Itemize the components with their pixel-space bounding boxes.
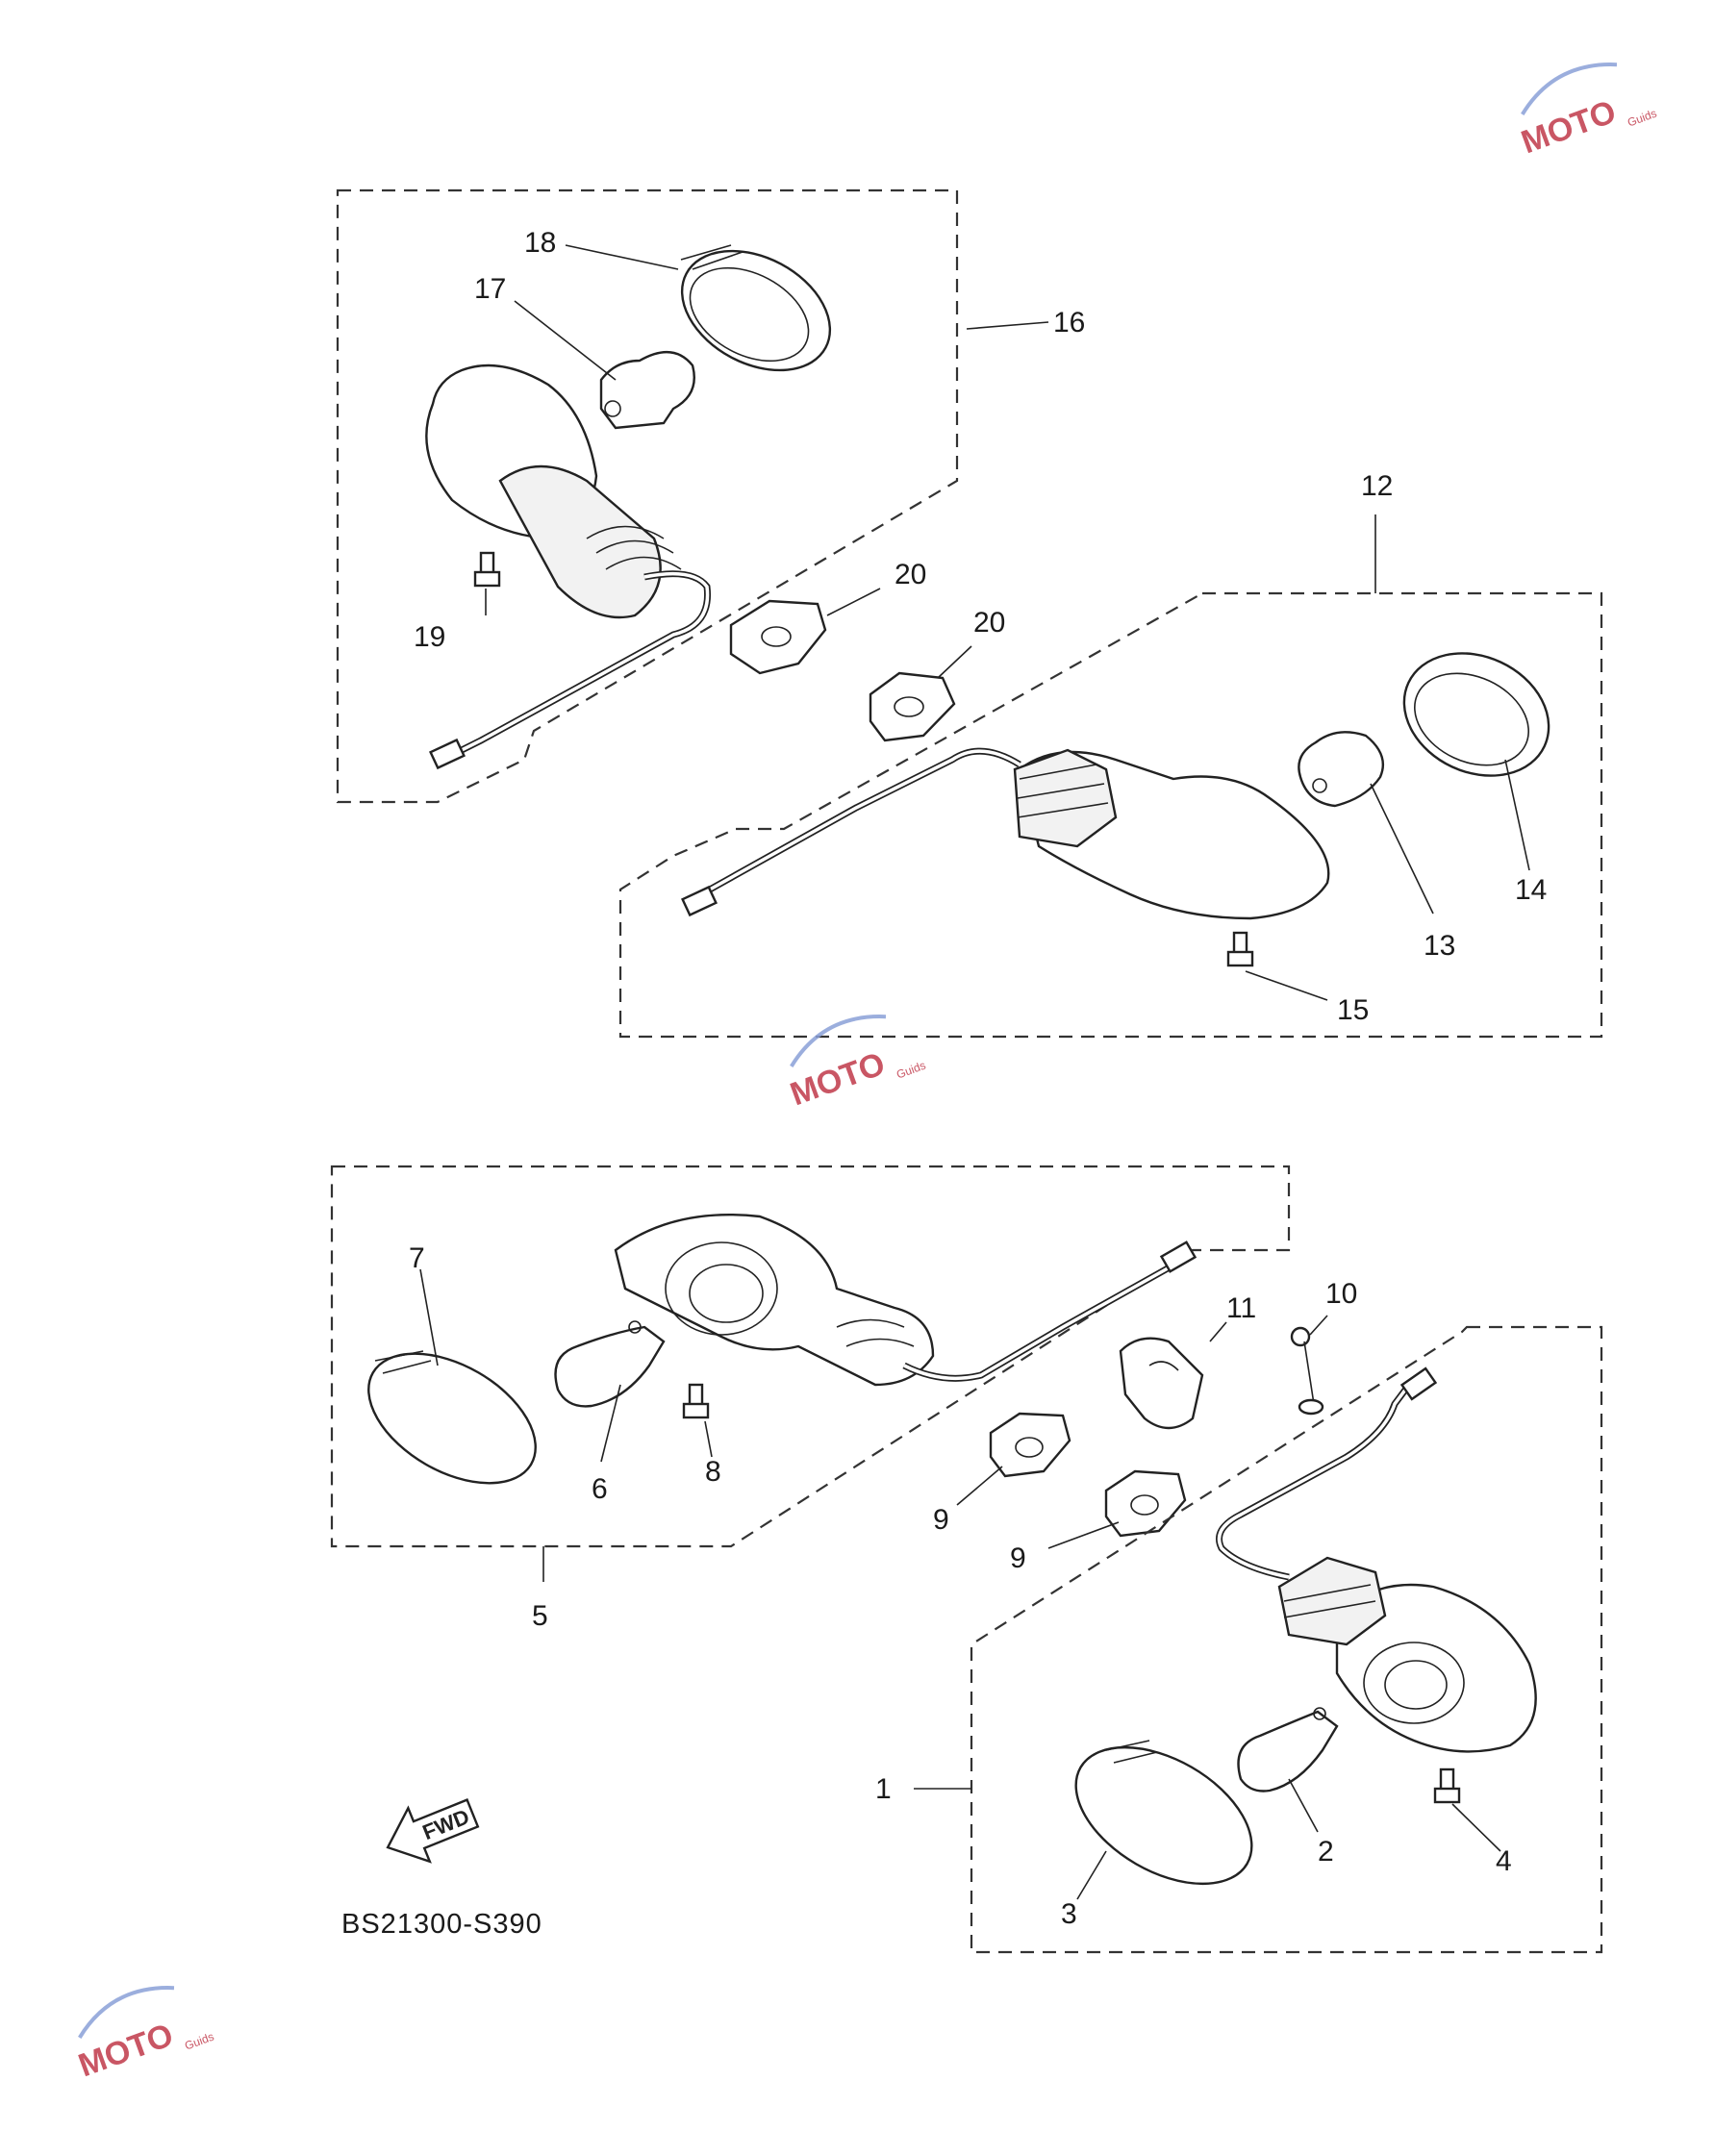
- housing-5: [614, 1214, 935, 1387]
- washer-9-upper: [989, 1412, 1071, 1478]
- callout-1: 1: [875, 1773, 892, 1805]
- washer-20-right: [869, 671, 956, 742]
- callout-18: 18: [524, 227, 556, 259]
- housing-12: [1013, 748, 1330, 920]
- callout-13: 13: [1424, 930, 1455, 962]
- callout-14: 14: [1515, 874, 1547, 906]
- housing-16: [425, 364, 682, 619]
- assembly-12-group: [618, 591, 1603, 1039]
- leader-lines: [419, 244, 1530, 1900]
- callout-20-right: 20: [973, 607, 1005, 639]
- assembly-1-group: [970, 1325, 1603, 1954]
- callout-8: 8: [705, 1456, 721, 1488]
- callout-6: 6: [592, 1473, 608, 1505]
- callout-9-lower: 9: [1010, 1542, 1026, 1574]
- callout-20-left: 20: [895, 559, 926, 590]
- callout-16: 16: [1053, 307, 1085, 338]
- washer-9-lower: [1104, 1469, 1187, 1538]
- callout-2: 2: [1318, 1836, 1334, 1868]
- callout-9-upper: 9: [933, 1504, 949, 1536]
- watermark-text-1: MOTO: [1517, 93, 1621, 161]
- watermark-bottom-left: MOTO Guids: [74, 1986, 215, 2084]
- bulb-2: [1237, 1707, 1339, 1792]
- callout-19: 19: [414, 621, 445, 653]
- watermark-text-3: MOTO: [74, 2017, 178, 2084]
- watermark-text-2: MOTO: [786, 1045, 890, 1113]
- watermark-sub-2: Guids: [895, 1059, 927, 1082]
- callout-12: 12: [1361, 470, 1393, 502]
- callout-11: 11: [1226, 1292, 1256, 1324]
- screw-8: [682, 1383, 710, 1419]
- assembly-1-boundary: [970, 1325, 1603, 1954]
- screw-10: [1290, 1326, 1324, 1416]
- lens-7: [367, 1350, 537, 1485]
- screw-15: [1226, 931, 1254, 967]
- callout-10: 10: [1325, 1278, 1357, 1310]
- callout-3: 3: [1061, 1898, 1077, 1930]
- lens-18: [680, 244, 832, 372]
- bulb-6: [554, 1320, 666, 1408]
- callout-labels: 18 17 16 19 20 20 12 13 14 15 7 6 8 5 9 …: [409, 227, 1547, 1930]
- bulb-13: [1298, 731, 1385, 808]
- assembly-5-boundary: [330, 1165, 1291, 1548]
- assembly-12-boundary: [618, 591, 1603, 1039]
- diagram-code: BS21300-S390: [341, 1909, 542, 1940]
- screw-19: [473, 551, 501, 588]
- watermark-top-right: MOTO Guids: [1517, 63, 1658, 161]
- assembly-16-boundary: [336, 188, 959, 804]
- forward-arrow: FWD: [386, 1798, 480, 1864]
- housing-1: [1277, 1556, 1537, 1753]
- assembly-16-group: [336, 188, 959, 804]
- callout-4: 4: [1496, 1845, 1512, 1877]
- watermark-sub-3: Guids: [183, 2030, 215, 2053]
- lens-3: [1074, 1740, 1253, 1886]
- callout-17: 17: [474, 273, 506, 305]
- bulb-17: [599, 350, 695, 430]
- callout-7: 7: [409, 1242, 425, 1274]
- washer-20-left: [729, 599, 827, 675]
- lens-14: [1402, 652, 1550, 777]
- assembly-5-group: [330, 1165, 1291, 1548]
- callout-15: 15: [1337, 994, 1369, 1026]
- screw-4: [1433, 1767, 1461, 1804]
- watermark-middle: MOTO Guids: [786, 1015, 927, 1113]
- callout-5: 5: [532, 1600, 548, 1632]
- watermark-sub-1: Guids: [1626, 107, 1658, 130]
- clamp-11: [1119, 1337, 1204, 1430]
